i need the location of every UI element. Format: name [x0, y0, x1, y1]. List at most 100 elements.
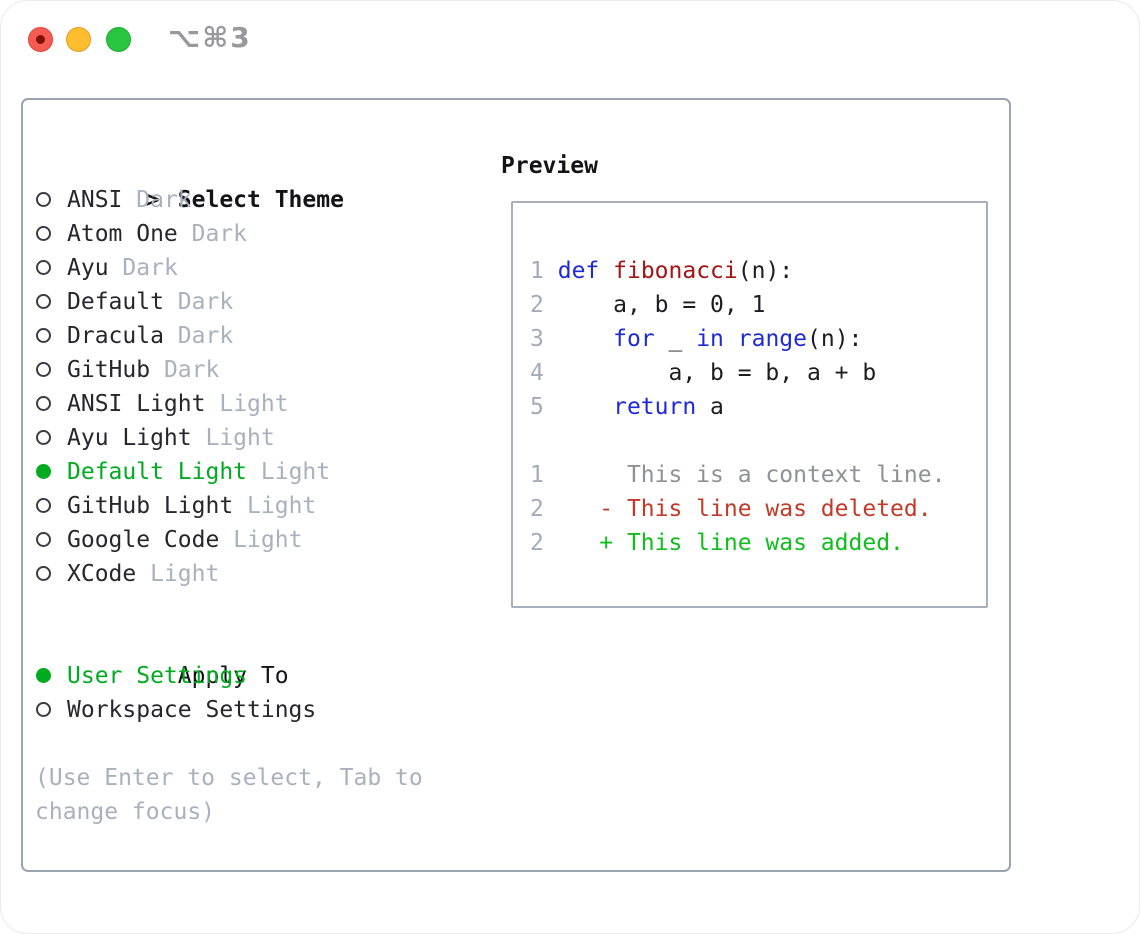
theme-variant-tag: Light: [150, 561, 220, 587]
radio-icon: [36, 430, 51, 445]
theme-variant-tag: Dark: [136, 187, 192, 213]
code-segment-plain: a: [696, 394, 724, 420]
theme-option-google-code[interactable]: Google Code Light: [35, 523, 485, 557]
radio-icon: [36, 498, 51, 513]
code-segment-plain: _: [654, 326, 697, 352]
code-segment-kw: def: [557, 258, 600, 284]
theme-option-label: Ayu: [67, 255, 109, 281]
code-line: 4 a, b = b, a + b: [530, 356, 986, 390]
apply-option-user-settings[interactable]: User Settings: [35, 659, 485, 693]
theme-option-label: ANSI: [67, 187, 123, 213]
radio-icon: [36, 532, 51, 547]
radio-icon: [36, 702, 51, 717]
theme-variant-tag: Light: [260, 459, 331, 485]
hint-line: (Use Enter to select, Tab to: [35, 765, 423, 791]
code-line: 1 def fibonacci(n):: [530, 254, 986, 288]
code-segment-ctx: This is a context line.: [543, 462, 946, 488]
theme-option-xcode[interactable]: XCode Light: [35, 557, 485, 591]
minimize-button[interactable]: [66, 27, 91, 52]
code-segment-num: 2: [530, 496, 544, 522]
code-segment-plain: [544, 326, 613, 352]
code-segment-del: - This line was deleted.: [599, 496, 932, 522]
close-button[interactable]: [28, 27, 53, 52]
code-segment-add: + This line was added.: [599, 530, 904, 556]
code-segment-plain: (n):: [737, 258, 794, 284]
theme-option-github[interactable]: GitHub Dark: [35, 353, 485, 387]
radio-marker: [35, 693, 67, 727]
code-line: 2 a, b = 0, 1: [530, 288, 986, 322]
theme-option-label: Atom One: [67, 221, 178, 247]
theme-option-default-light[interactable]: Default Light Light: [35, 455, 485, 489]
apply-option-workspace-settings[interactable]: Workspace Settings: [35, 693, 485, 727]
radio-icon: [36, 294, 51, 309]
radio-marker: [35, 659, 67, 693]
code-segment-plain: [544, 258, 558, 284]
code-segment-num: 1: [530, 462, 544, 488]
radio-marker: [35, 353, 67, 387]
code-segment-num: 2: [530, 292, 544, 318]
radio-marker: [35, 523, 67, 557]
theme-variant-tag: Light: [219, 391, 289, 417]
theme-option-label: Ayu Light: [67, 425, 192, 451]
theme-option-label: Default Light: [67, 459, 248, 485]
theme-option-label: Dracula: [67, 323, 164, 349]
code-segment-kw: range: [737, 326, 808, 352]
code-segment-kw: return: [613, 394, 697, 420]
theme-variant-tag: Dark: [177, 289, 234, 315]
theme-option-ansi-light[interactable]: ANSI Light Light: [35, 387, 485, 421]
theme-option-github-light[interactable]: GitHub Light Light: [35, 489, 485, 523]
theme-variant-tag: Light: [205, 425, 275, 451]
code-segment-num: 3: [530, 326, 544, 352]
theme-select-title: Select Theme: [177, 187, 344, 213]
code-segment-fn: fibonacci: [613, 258, 738, 284]
theme-option-label: GitHub Light: [67, 493, 234, 519]
radio-marker: [35, 319, 67, 353]
code-segment-num: 1: [530, 258, 544, 284]
theme-option-label: ANSI Light: [67, 391, 206, 417]
theme-option-ayu-light[interactable]: Ayu Light Light: [35, 421, 485, 455]
radio-marker: [35, 251, 67, 285]
code-segment-kw: for: [613, 326, 655, 352]
radio-icon: [36, 566, 51, 581]
theme-option-ansi[interactable]: ANSI Dark: [35, 183, 485, 217]
theme-variant-tag: Light: [233, 527, 303, 553]
radio-icon: [36, 192, 51, 207]
apply-option-label: Workspace Settings: [67, 697, 317, 723]
zoom-button[interactable]: [106, 27, 131, 52]
theme-option-label: Google Code: [67, 527, 220, 553]
code-segment-plain: a, b = 0, 1: [543, 292, 766, 318]
code-line: 2 - This line was deleted.: [530, 492, 986, 526]
spacer: [35, 727, 485, 761]
radio-marker: [35, 421, 67, 455]
theme-variant-tag: Dark: [191, 221, 248, 247]
code-line: 2 + This line was added.: [530, 526, 986, 560]
window-shortcut-label: ⌥⌘3: [168, 21, 252, 54]
theme-variant-tag: Dark: [163, 357, 220, 383]
radio-icon: [36, 328, 51, 343]
code-line: 1 This is a context line.: [530, 458, 986, 492]
code-line: 3 for _ in range(n):: [530, 322, 986, 356]
radio-marker: [35, 455, 67, 489]
prompt-icon: >: [145, 187, 160, 213]
spacer: [35, 591, 485, 625]
radio-marker: [35, 183, 67, 217]
apply-to-header: Apply To: [35, 625, 485, 689]
theme-option-dracula[interactable]: Dracula Dark: [35, 319, 485, 353]
theme-option-label: XCode: [67, 561, 137, 587]
radio-icon: [36, 396, 51, 411]
theme-option-ayu[interactable]: Ayu Dark: [35, 251, 485, 285]
code-segment-plain: [544, 394, 613, 420]
theme-variant-tag: Dark: [177, 323, 234, 349]
code-blank-line: [530, 424, 986, 458]
code-segment-num: 5: [530, 394, 544, 420]
radio-icon: [36, 362, 51, 377]
theme-option-atom-one[interactable]: Atom One Dark: [35, 217, 485, 251]
code-segment-kw: in: [696, 326, 724, 352]
code-blank-line: [530, 220, 986, 254]
theme-option-default[interactable]: Default Dark: [35, 285, 485, 319]
theme-option-label: Default: [67, 289, 164, 315]
